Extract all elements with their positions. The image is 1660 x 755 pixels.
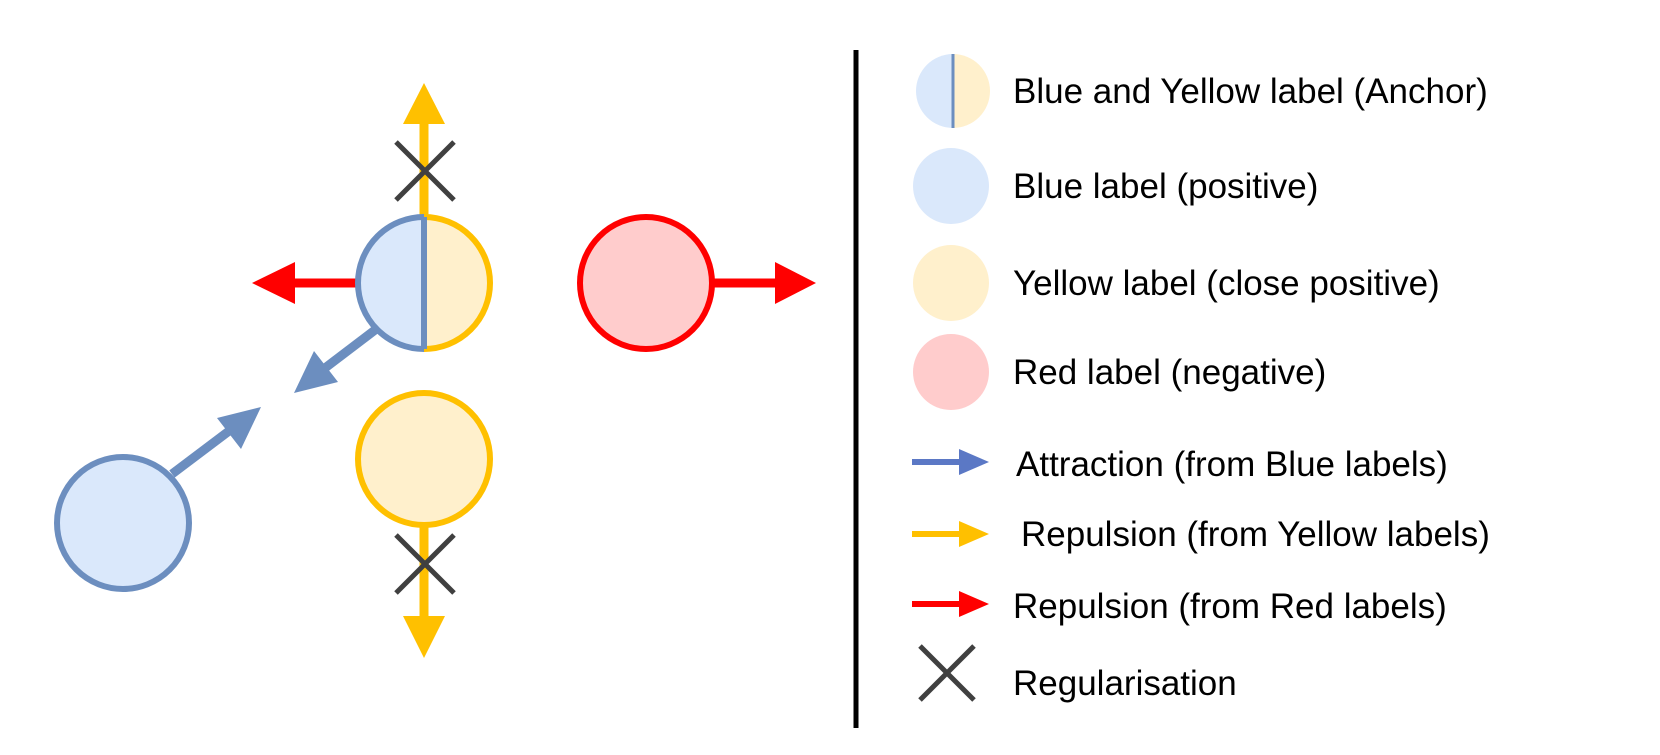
attraction-arrow-from-positive xyxy=(169,407,261,478)
regularisation-cross-bottom xyxy=(394,533,456,595)
close-positive-node xyxy=(355,390,493,528)
legend-repulsion-red-label: Repulsion (from Red labels) xyxy=(1013,587,1447,626)
positive-node xyxy=(54,454,192,592)
legend-regularisation-label: Regularisation xyxy=(1013,664,1237,703)
legend-regularisation-cross-icon xyxy=(918,644,976,702)
repulsion-arrow-up xyxy=(403,83,445,215)
legend-positive-label: Blue label (positive) xyxy=(1013,167,1318,206)
legend-close-positive-label: Yellow label (close positive) xyxy=(1013,264,1440,303)
legend-repulsion-red-arrow-icon xyxy=(912,591,989,617)
legend-anchor-label: Blue and Yellow label (Anchor) xyxy=(1013,72,1488,111)
legend-close-positive-swatch xyxy=(913,245,989,321)
repulsion-arrow-down xyxy=(403,525,445,658)
legend-attraction-arrow-icon xyxy=(912,449,989,475)
legend-anchor-swatch xyxy=(916,54,990,128)
legend-repulsion-yellow-arrow-icon xyxy=(912,521,989,547)
legend-repulsion-yellow-label: Repulsion (from Yellow labels) xyxy=(1021,515,1490,554)
legend-negative-swatch xyxy=(913,334,989,410)
red-repulsion-arrow-left xyxy=(252,262,358,304)
attraction-arrow-from-anchor xyxy=(294,326,378,393)
red-repulsion-arrow-right xyxy=(712,262,816,304)
legend-negative-label: Red label (negative) xyxy=(1013,353,1326,392)
anchor-node xyxy=(355,214,493,352)
negative-node xyxy=(577,214,715,352)
legend-attraction-label: Attraction (from Blue labels) xyxy=(1016,445,1448,484)
regularisation-cross-top xyxy=(394,140,456,202)
legend-positive-swatch xyxy=(913,148,989,224)
